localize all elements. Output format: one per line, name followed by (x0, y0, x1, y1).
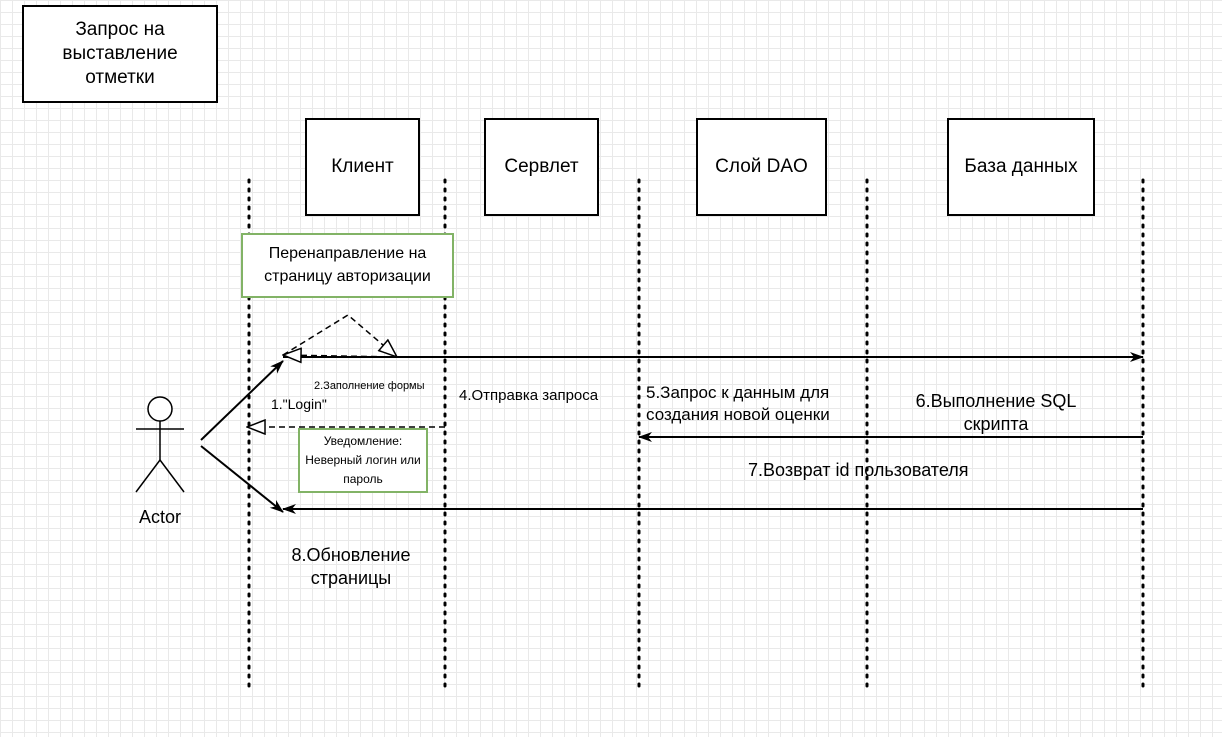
actor-figure (135, 396, 185, 493)
msg-2-label: 2.Заполнение формы (314, 380, 425, 392)
lifeline-client-box: Клиент (305, 118, 420, 216)
arrow-actor-to-client (200, 360, 284, 441)
msg-1-label: 1."Login" (271, 396, 327, 412)
lifeline-servlet-box: Сервлет (484, 118, 599, 216)
msg-4-label: 4.Отправка запроса (459, 387, 599, 404)
arrow-actor-refresh (200, 445, 284, 513)
actor-label: Actor (138, 507, 181, 527)
title-box: Запрос на выставление отметки (22, 5, 218, 103)
lifeline-dao-box: Слой DAO (696, 118, 827, 216)
note-error: Уведомление: Неверный логин или пароль (298, 428, 428, 493)
arrow-form-fill-back (283, 355, 398, 357)
arrow-form-fill-out (282, 314, 397, 357)
lifeline-db-box: База данных (947, 118, 1095, 216)
msg-5-label: 5.Запрос к данным для создания новой оце… (646, 383, 830, 425)
msg-7-label: 7.Возврат id пользователя (748, 460, 969, 480)
msg-8-label: 8.Обновление страницы (291, 545, 411, 589)
msg-6-label: 6.Выполнение SQL скрипта (915, 391, 1077, 434)
note-redirect: Перенаправление на страницу авторизации (241, 233, 454, 298)
